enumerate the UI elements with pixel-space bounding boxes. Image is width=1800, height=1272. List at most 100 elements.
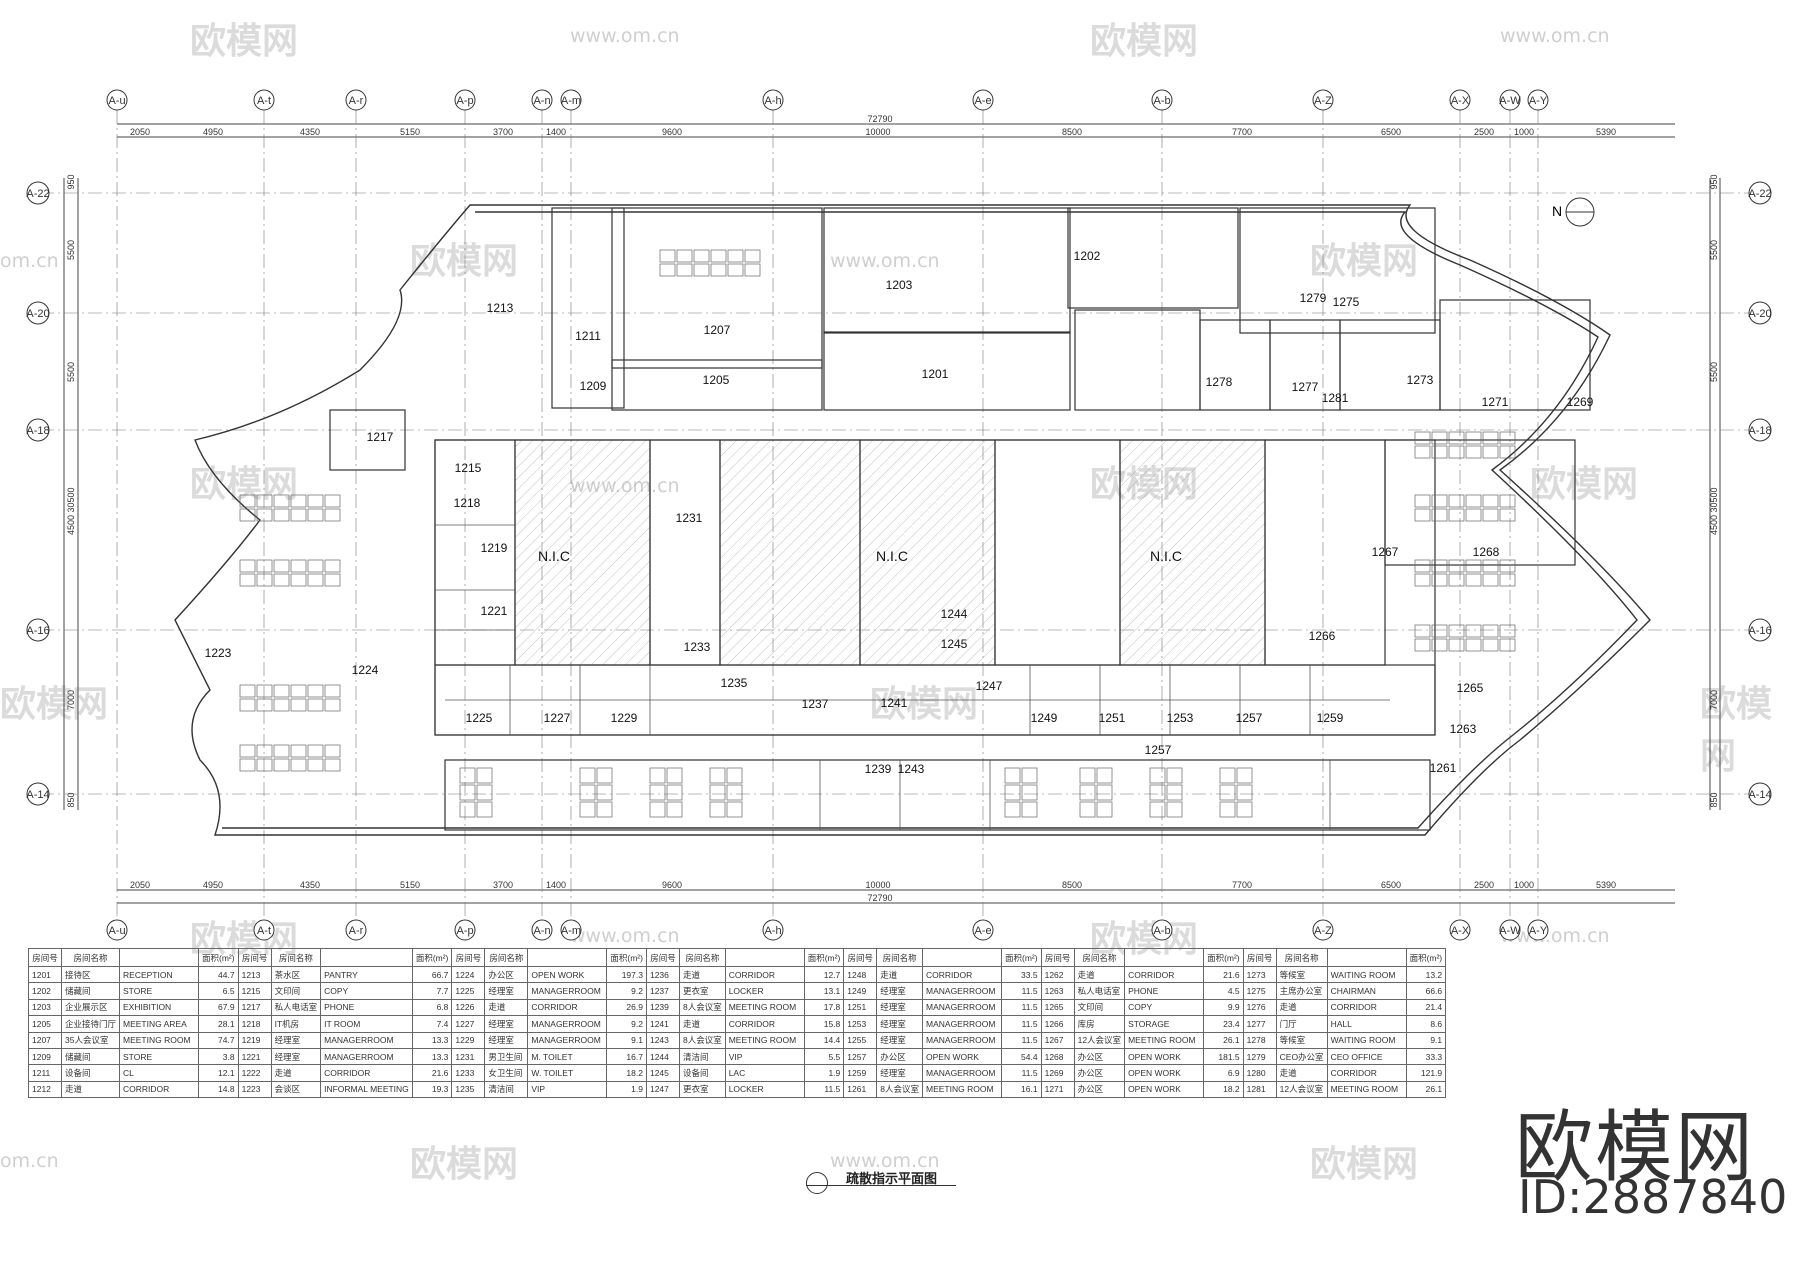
- watermark-url: om.cn: [0, 1150, 59, 1172]
- desk: [1021, 801, 1038, 818]
- room-schedule-cell: 7.4: [411, 1015, 453, 1033]
- room-schedule-cell: MEETING AREA: [119, 1015, 200, 1033]
- desk: [290, 508, 307, 522]
- room-schedule-cell: 经理室: [484, 982, 529, 1000]
- room-schedule-cell: 11.5: [1001, 1064, 1042, 1082]
- room-schedule-cell: RECEPTION: [119, 965, 200, 984]
- room-schedule-cell: M. TOILET: [527, 1047, 608, 1066]
- desk: [1431, 624, 1448, 638]
- desk: [649, 767, 666, 784]
- desk: [273, 494, 290, 508]
- room-schedule-cell: 走道: [484, 998, 529, 1017]
- room-schedule-column-header: 面积(m²): [1001, 948, 1042, 967]
- desk: [1431, 638, 1448, 652]
- desk: [710, 263, 727, 277]
- room-number: 1209: [580, 379, 607, 393]
- room-number: 1241: [881, 696, 908, 710]
- desk: [256, 698, 273, 712]
- room-schedule-cell: 1207: [28, 1031, 62, 1049]
- room-schedule-cell: 经理室: [876, 1031, 924, 1049]
- grid-bubble: [253, 89, 275, 111]
- side-dimension-label: 5500: [1709, 240, 1719, 260]
- room-number: 1215: [455, 461, 482, 475]
- room-schedule-cell: 9.1: [1405, 1031, 1447, 1049]
- desk: [239, 508, 256, 522]
- room-schedule-cell: 等候室: [1275, 965, 1328, 984]
- room-schedule-cell: 66.7: [411, 965, 453, 984]
- room-schedule-cell: 26.1: [1405, 1080, 1447, 1099]
- room-schedule-cell: 18.2: [1203, 1080, 1244, 1099]
- room-schedule-cell: CEO办公室: [1275, 1047, 1328, 1066]
- desk: [256, 744, 273, 758]
- watermark-logo: 欧模网: [1310, 1144, 1419, 1185]
- room-schedule-cell: 1239: [645, 998, 680, 1017]
- desk: [1096, 801, 1113, 818]
- desk: [1149, 784, 1166, 801]
- room-schedule-cell: 1262: [1040, 965, 1075, 984]
- grid-column-label: A-X: [1451, 925, 1470, 937]
- watermark-logo: 欧模网: [870, 684, 979, 725]
- room-schedule-cell: CORRIDOR: [1326, 998, 1407, 1017]
- desk: [273, 698, 290, 712]
- room-schedule-column-header: [922, 948, 1003, 967]
- room-number: 1278: [1206, 375, 1233, 389]
- room-number: 1245: [941, 637, 968, 651]
- desk: [1431, 494, 1448, 508]
- room-number: 1266: [1309, 629, 1336, 643]
- room-number: 1239: [865, 762, 892, 776]
- desk: [596, 801, 613, 818]
- grid-bubble: [345, 919, 367, 941]
- desk: [1465, 624, 1482, 638]
- room-schedule-cell: 1275: [1242, 982, 1277, 1000]
- room-schedule-cell: 更衣室: [678, 982, 726, 1000]
- desk: [1079, 767, 1096, 784]
- grid-row-label: A-14: [26, 789, 49, 801]
- room-schedule-cell: CORRIDOR: [1326, 1064, 1407, 1082]
- room-schedule-cell: 66.6: [1405, 982, 1447, 1000]
- room-schedule-cell: COPY: [1124, 998, 1205, 1017]
- room-schedule-cell: 21.4: [1405, 998, 1447, 1017]
- watermark-logo: 欧模网: [1090, 21, 1199, 62]
- total-dimension-label: 72790: [867, 893, 892, 903]
- room-schedule-cell: 走道: [678, 965, 726, 984]
- room-schedule-cell: 1277: [1242, 1015, 1277, 1033]
- grid-column-label: A-n: [533, 925, 550, 937]
- side-dimension-label: 5500: [1709, 362, 1719, 382]
- room-schedule-column-header: 面积(m²): [198, 948, 239, 967]
- room-schedule-column-header: 房间名称: [1275, 948, 1328, 967]
- desk: [1236, 767, 1253, 784]
- room-number: 1237: [802, 697, 829, 711]
- room-number: 1263: [1450, 722, 1477, 736]
- room-schedule-cell: 8人会议室: [876, 1080, 924, 1099]
- room-number: 1271: [1482, 395, 1509, 409]
- grid-column-label: A-Y: [1529, 925, 1548, 937]
- room-schedule-column-header: 面积(m²): [606, 948, 647, 967]
- grid-column-label: A-X: [1451, 95, 1470, 107]
- desk: [1448, 573, 1465, 587]
- grid-row-label: A-14: [1748, 789, 1771, 801]
- room-schedule-column-header: 房间号: [1242, 948, 1277, 967]
- grid-bubble: [26, 181, 50, 205]
- desk: [1499, 508, 1516, 522]
- side-dimension-label: 850: [1709, 792, 1719, 807]
- grid-bubble: [1151, 919, 1173, 941]
- room-schedule-cell: 储藏间: [60, 982, 121, 1000]
- desk: [1448, 431, 1465, 445]
- room-schedule-cell: 1218: [237, 1015, 272, 1033]
- room-schedule-cell: 1267: [1040, 1031, 1075, 1049]
- room-schedule-column-header: 面积(m²): [1405, 948, 1447, 967]
- room-schedule-cell: 1273: [1242, 965, 1277, 984]
- room-schedule-column-header: 房间名称: [60, 948, 121, 967]
- room-schedule-cell: 办公区: [484, 965, 529, 984]
- dimension-label: 4950: [203, 127, 223, 137]
- room-schedule-cell: 8人会议室: [678, 1031, 726, 1049]
- desk: [726, 784, 743, 801]
- grid-bubble: [454, 919, 476, 941]
- desk: [1431, 508, 1448, 522]
- desk: [744, 263, 761, 277]
- room-schedule-cell: 文印间: [1073, 998, 1126, 1017]
- side-dimension-label: 850: [66, 792, 76, 807]
- room-schedule-cell: 18.2: [606, 1064, 647, 1082]
- room-schedule-cell: 6.8: [411, 998, 453, 1017]
